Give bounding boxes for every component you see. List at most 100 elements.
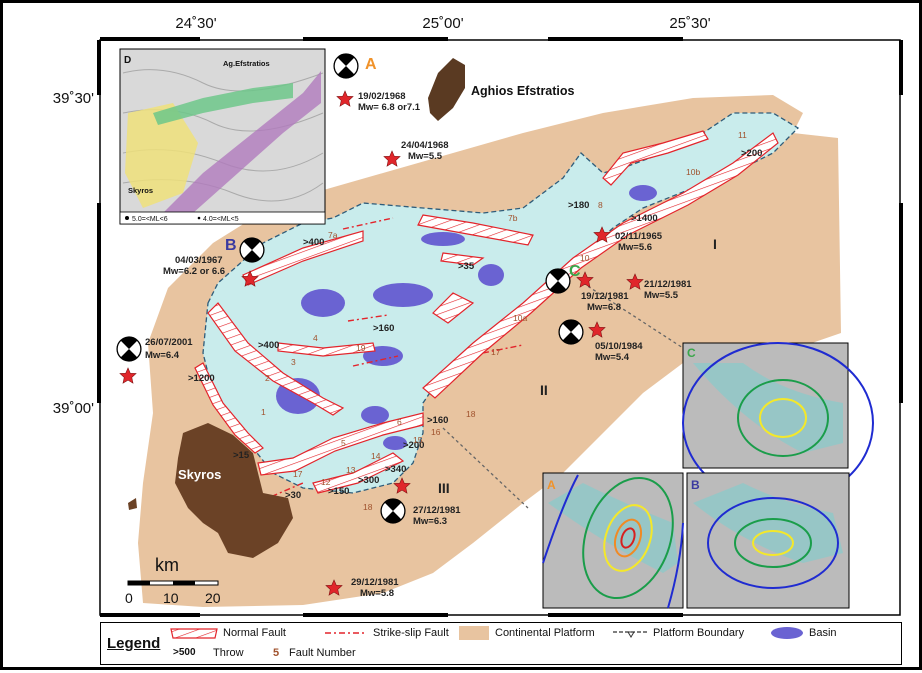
throw: >200 <box>741 148 762 159</box>
legend-title: Legend <box>107 635 161 652</box>
fault-number: 10 <box>580 253 590 263</box>
lon-tick-1: 24˚30' <box>175 15 216 32</box>
throw: >1200 <box>188 373 215 384</box>
legend-throw: Throw <box>213 647 244 659</box>
fault-number: 12 <box>321 477 331 487</box>
mechanism-label-a: A <box>365 56 377 73</box>
fault-number: 13 <box>346 465 356 475</box>
eq-mag: Mw=5.6 <box>618 242 652 253</box>
eq-date: 21/12/1981 <box>644 279 692 290</box>
eq-mag: Mw=5.4 <box>595 352 630 363</box>
eq-mag: Mw=6.4 <box>145 350 180 361</box>
scale-bar: km 0 10 20 <box>125 555 221 606</box>
eq-date: 29/12/1981 <box>351 577 399 588</box>
throw: >160 <box>373 323 394 334</box>
beachball-icon <box>333 53 359 79</box>
throw: >180 <box>568 200 589 211</box>
lat-tick-2: 39˚00' <box>53 400 94 417</box>
inset-d: D Ag.Efstratios Skyros 5.0=<ML<6 4.0=<ML… <box>119 48 326 225</box>
throw: >200 <box>403 440 424 451</box>
fault-number: 11 <box>738 130 747 140</box>
strike-slip-symbol-icon <box>325 632 367 634</box>
throw: >35 <box>458 261 475 272</box>
beachball-icon <box>239 237 265 263</box>
legend-normal-fault: Normal Fault <box>223 627 286 639</box>
legend-throw-symbol: >500 <box>173 647 196 658</box>
normal-fault-symbol-icon <box>170 628 218 639</box>
lon-tick-3: 25˚30' <box>669 15 710 32</box>
throw: >150 <box>328 486 349 497</box>
eq-mag: Mw=6.2 or 6.6 <box>163 266 225 277</box>
zone-I: I <box>713 236 717 252</box>
lat-tick-1: 39˚30' <box>53 90 94 107</box>
fault-number: 18 <box>466 409 476 419</box>
fault-number: 18 <box>363 502 373 512</box>
basin-symbol-icon <box>771 627 803 639</box>
eq-mag: Mw= 6.8 or7.1 <box>358 102 421 113</box>
beachball-icon <box>545 268 571 294</box>
fault-number: 1 <box>261 407 266 417</box>
beachball-icon <box>558 319 584 345</box>
fault-number: 17 <box>293 469 303 479</box>
zone-II: II <box>540 382 548 398</box>
eq-mag: Mw=5.5 <box>408 151 443 162</box>
legend-platform: Continental Platform <box>495 627 595 639</box>
throw: >30 <box>285 490 301 501</box>
zone-divider-1 <box>582 282 684 349</box>
throw: >400 <box>258 340 279 351</box>
inset-d-label: D <box>124 55 131 66</box>
fault-number: 10a <box>513 313 527 323</box>
eq-date: 24/04/1968 <box>401 140 449 151</box>
skyros-island <box>175 423 293 558</box>
label-skyros: Skyros <box>178 467 221 482</box>
fault-numbers: 1 2 3 4 5 6 7a 7b 8 10 10a 10b 11 12 13 … <box>261 130 747 512</box>
platform-symbol-icon <box>459 626 489 640</box>
inset-a-label: A <box>547 478 556 492</box>
legend-basin: Basin <box>809 627 837 639</box>
eq-date: 19/12/1981 <box>581 291 629 302</box>
graticule-bars <box>97 37 903 617</box>
map-canvas: 24˚30' 25˚00' 25˚30' 39˚30' 39˚00' <box>53 15 903 617</box>
fault-number: 7b <box>508 213 518 223</box>
eq-mag: Mw=5.8 <box>360 588 394 599</box>
scale-tick: 20 <box>205 590 221 606</box>
throw: >15 <box>233 450 250 461</box>
eq-date: 27/12/1981 <box>413 505 461 516</box>
boundary-symbol-icon <box>613 631 649 638</box>
throw: >1400 <box>631 213 658 224</box>
zone-divider-2 <box>442 427 529 509</box>
throw: >400 <box>303 237 324 248</box>
eq-date: 26/07/2001 <box>145 337 193 348</box>
scale-tick: 0 <box>125 590 133 606</box>
throw-labels: >400 >35 >160 >400 >1200 >15 >30 >150 >3… <box>188 148 762 501</box>
beachball-icon <box>380 498 406 524</box>
eq-mag: Mw=6.8 <box>587 302 621 313</box>
inset-d-legend: 5.0=<ML<6 <box>132 216 168 223</box>
inset-d-place: Ag.Efstratios <box>223 59 270 68</box>
trough-area <box>202 112 800 494</box>
intensity-inset-b: B <box>686 472 850 609</box>
zone-III: III <box>438 480 450 496</box>
throw: >300 <box>358 475 379 486</box>
legend-fault-number: Fault Number <box>289 647 356 659</box>
inset-c-label: C <box>687 346 696 360</box>
fault-number: 2 <box>265 373 270 383</box>
normal-faults <box>194 130 779 494</box>
throw: >160 <box>427 415 448 426</box>
scale-unit: km <box>155 555 179 575</box>
lon-tick-2: 25˚00' <box>422 15 463 32</box>
eq-date: 05/10/1984 <box>595 341 643 352</box>
fault-number: 6 <box>397 417 402 427</box>
fault-number: 3 <box>291 357 296 367</box>
fault-number: 8 <box>598 200 603 210</box>
earthquake-labels: 19/02/1968 Mw= 6.8 or7.1 24/04/1968 Mw=5… <box>145 91 692 599</box>
scale-tick: 10 <box>163 590 179 606</box>
fault-number: 4 <box>313 333 318 343</box>
fault-number: 10b <box>686 167 700 177</box>
eq-date: 19/02/1968 <box>358 91 406 102</box>
fault-number: 17 <box>491 347 501 357</box>
fault-number: 19 <box>356 343 366 353</box>
legend-strike-slip: Strike-slip Fault <box>373 627 449 639</box>
fault-number: 15 <box>413 435 423 445</box>
throw: >340 <box>385 464 406 475</box>
